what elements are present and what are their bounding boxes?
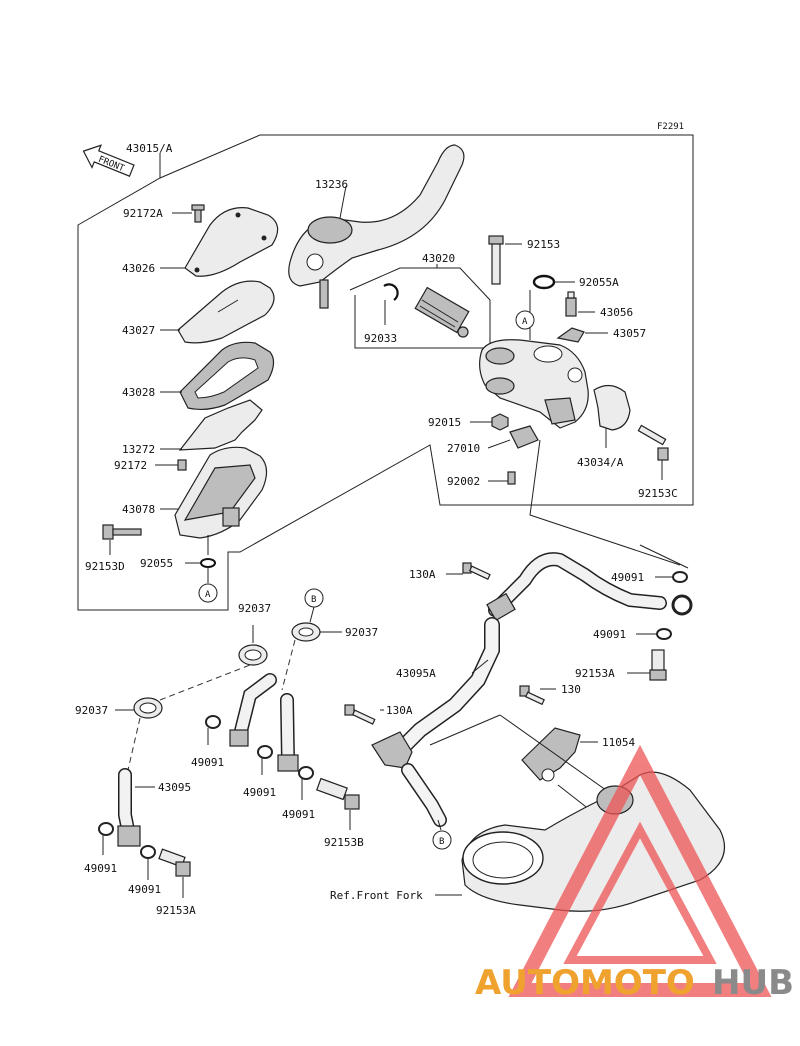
- callout-A-reservoir: A: [205, 590, 211, 600]
- label-49091-4: 49091: [84, 862, 117, 875]
- callout-B-left: B: [311, 595, 316, 605]
- piston-assembly: [414, 286, 470, 338]
- circlip-92033: [383, 283, 399, 301]
- screw-92172: [177, 459, 187, 471]
- cap-43057: [556, 327, 585, 343]
- watermark-text-hub: HUB: [712, 963, 794, 1003]
- label-43057: 43057: [613, 327, 646, 340]
- label-92153A-right: 92153A: [575, 667, 615, 680]
- label-130A-mid: 130A: [386, 704, 413, 717]
- label-92153: 92153: [527, 238, 560, 251]
- piston-kit-bracket: [349, 267, 491, 349]
- hose-joint: [371, 731, 413, 769]
- nut-92015: [491, 413, 509, 431]
- callout-B-right: B: [439, 837, 444, 847]
- ref-front-fork: Ref.Front Fork: [330, 889, 423, 902]
- label-92037-top: 92037: [238, 602, 271, 615]
- label-43026: 43026: [122, 262, 155, 275]
- label-11054: 11054: [602, 736, 635, 749]
- label-49091-r2: 49091: [593, 628, 626, 641]
- label-43095A: 43095A: [396, 667, 436, 680]
- label-49091-2: 49091: [243, 786, 276, 799]
- label-27010: 27010: [447, 442, 480, 455]
- bolt-92153D: [102, 524, 142, 540]
- reservoir-plate: [177, 280, 275, 344]
- bolt-92153B: [316, 777, 360, 810]
- label-49091-r1: 49091: [611, 571, 644, 584]
- bolt-92153A-right: [649, 649, 667, 681]
- label-130: 130: [561, 683, 581, 696]
- reservoir-cap: [184, 207, 279, 277]
- bleed-valve-43056: [565, 291, 577, 317]
- oring-92055A: [532, 274, 556, 290]
- banjo-left-b: [277, 754, 299, 772]
- label-92055: 92055: [140, 557, 173, 570]
- label-92055A: 92055A: [579, 276, 619, 289]
- label-43095: 43095: [158, 781, 191, 794]
- label-92015: 92015: [428, 416, 461, 429]
- callout-A-master: A: [522, 317, 528, 327]
- label-43028: 43028: [122, 386, 155, 399]
- label-92153C: 92153C: [638, 487, 678, 500]
- figure-code: F2291: [657, 122, 684, 132]
- banjo-left-a: [229, 729, 249, 747]
- label-49091-5: 49091: [128, 883, 161, 896]
- screw-92172A: [191, 204, 205, 223]
- label-92037-left: 92037: [75, 704, 108, 717]
- bolt-130A-top: [462, 562, 491, 580]
- label-92002: 92002: [447, 475, 480, 488]
- label-43020: 43020: [422, 252, 455, 265]
- assembly-boundary: [77, 134, 694, 611]
- label-43034A: 43034/A: [577, 456, 624, 469]
- separator-line: [529, 439, 681, 566]
- label-13272: 13272: [122, 443, 155, 456]
- label-92153B: 92153B: [324, 836, 364, 849]
- watermark-text-auto: AUTOMOTO: [475, 963, 695, 1003]
- label-43078: 43078: [122, 503, 155, 516]
- label-49091-1: 49091: [191, 756, 224, 769]
- label-92172: 92172: [114, 459, 147, 472]
- watermark-logo: [508, 744, 772, 997]
- label-43015A: 43015/A: [126, 142, 173, 155]
- label-13236: 13236: [315, 178, 348, 191]
- label-92037-b: 92037: [345, 626, 378, 639]
- brake-lever: [288, 144, 465, 287]
- bolt-92153A-left: [158, 848, 191, 877]
- switch-27010: [509, 425, 539, 449]
- label-43027: 43027: [122, 324, 155, 337]
- label-92172A: 92172A: [123, 207, 163, 220]
- bracket-11054: [521, 727, 581, 781]
- banjo-43095: [117, 825, 141, 847]
- clamp-43034A: [593, 384, 631, 431]
- label-92153D: 92153D: [85, 560, 125, 573]
- label-49091-3: 49091: [282, 808, 315, 821]
- label-130A-top: 130A: [409, 568, 436, 581]
- label-92033: 92033: [364, 332, 397, 345]
- bolt-92153C: [637, 424, 669, 461]
- label-43056: 43056: [600, 306, 633, 319]
- screw-92002: [507, 471, 516, 485]
- bolt-130A-mid: [344, 704, 376, 725]
- pivot-bolt-92153: [488, 235, 504, 285]
- bolt-130: [519, 685, 545, 706]
- reservoir-float: [178, 399, 263, 451]
- label-92153A-left: 92153A: [156, 904, 196, 917]
